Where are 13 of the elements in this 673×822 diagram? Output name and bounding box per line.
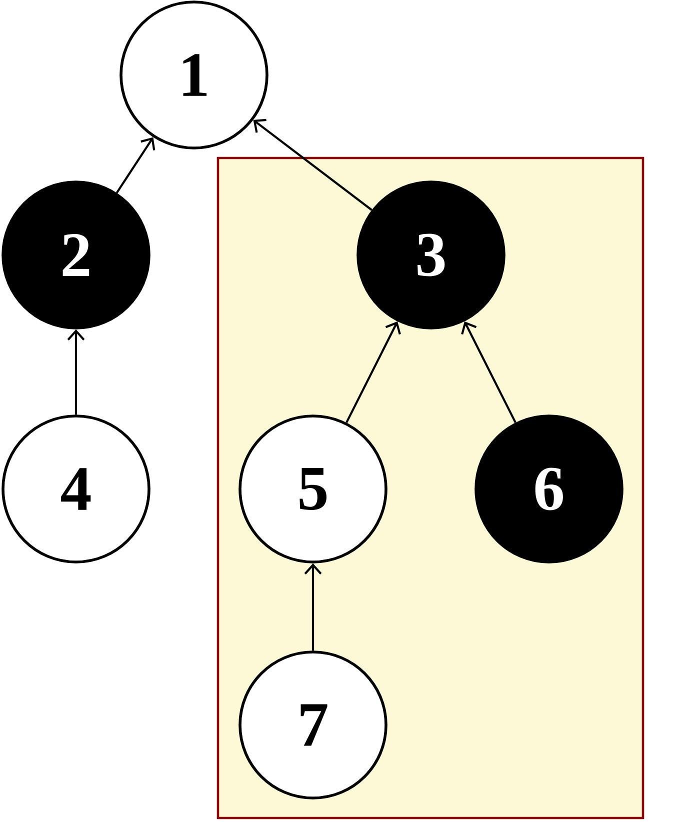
tree-node: 2	[2, 180, 150, 330]
tree-node: 1	[120, 0, 268, 150]
tree-node: 6	[474, 414, 624, 564]
arrow	[116, 137, 156, 194]
arrow	[304, 563, 322, 651]
tree-node: 7	[238, 650, 388, 800]
tree-node: 4	[2, 414, 150, 564]
arrow	[461, 321, 516, 424]
tree-node: 5	[238, 414, 388, 564]
arrow	[67, 329, 85, 415]
tree-node: 3	[356, 180, 506, 330]
arrow	[253, 118, 372, 211]
arrow	[346, 321, 401, 424]
